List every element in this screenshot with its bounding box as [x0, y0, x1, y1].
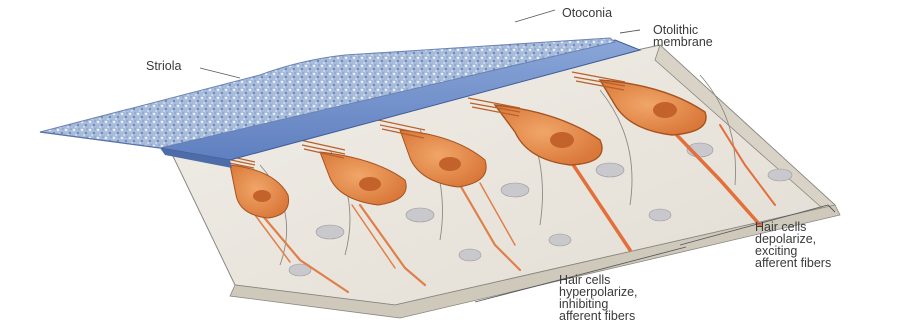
- striola-leader: [200, 68, 240, 78]
- label-striola: Striola: [146, 59, 181, 73]
- label-otoconia: Otoconia: [562, 6, 612, 20]
- label-depolarize-line4: afferent fibers: [755, 256, 831, 270]
- otolithic-leader: [620, 30, 640, 33]
- label-otolithic-line2: membrane: [653, 35, 713, 49]
- label-hyperpolarize-line4: afferent fibers: [559, 309, 635, 323]
- otoconia-leader: [515, 10, 555, 22]
